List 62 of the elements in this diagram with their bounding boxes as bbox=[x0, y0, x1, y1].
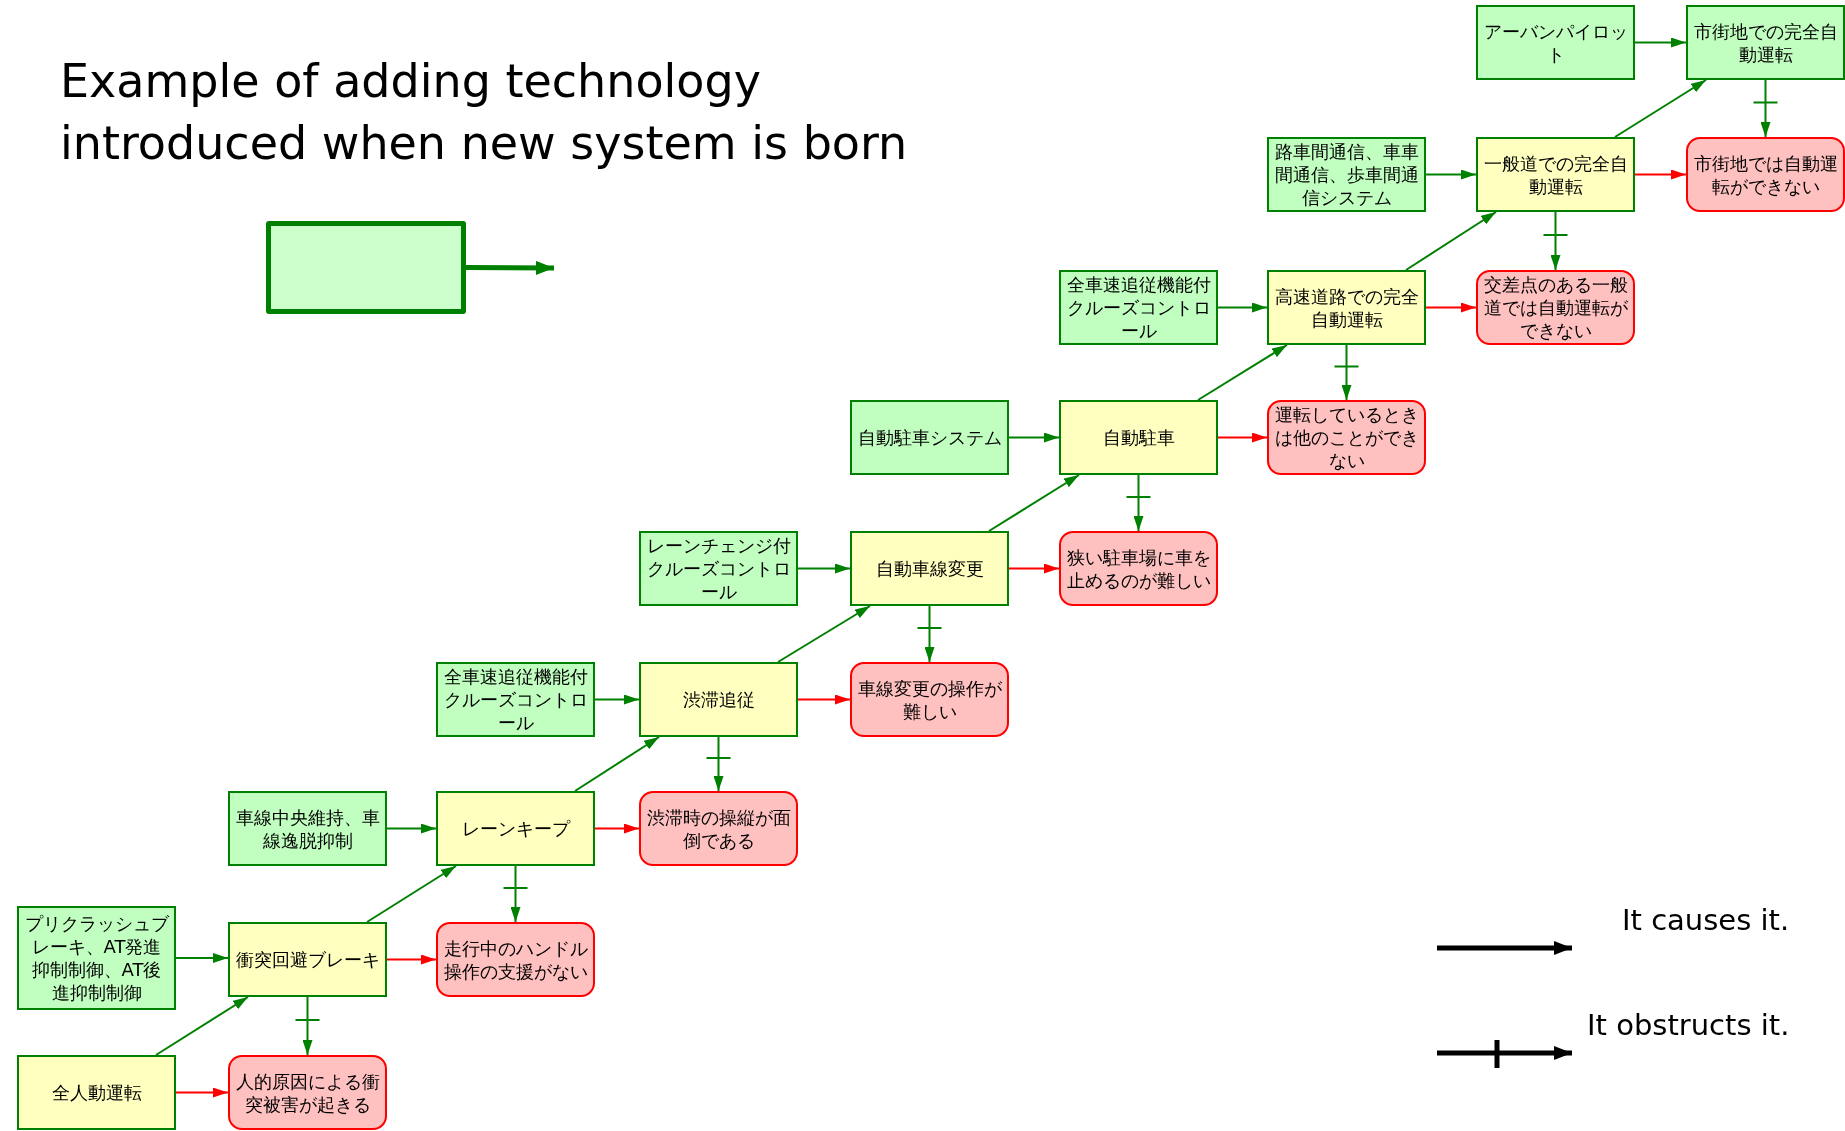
arrow bbox=[1008, 432, 1060, 443]
arrow bbox=[155, 996, 249, 1056]
obstruct-arrow bbox=[705, 736, 732, 792]
problem-box: 渋滞時の操縦が面倒である bbox=[639, 791, 798, 866]
obstruct-arrow bbox=[1125, 474, 1152, 532]
capability-box: 衝突回避ブレーキ bbox=[228, 922, 387, 997]
technology-box: 全車速追従機能付クルーズコントロール bbox=[1059, 270, 1218, 345]
arrow bbox=[1008, 563, 1060, 574]
arrow bbox=[594, 823, 640, 834]
legend-text: It causes it. bbox=[1622, 903, 1790, 937]
arrow bbox=[386, 823, 437, 834]
arrow bbox=[1425, 302, 1477, 313]
technology-box: 車線中央維持、車線逸脱抑制 bbox=[228, 791, 387, 866]
technology-box: 自動駐車システム bbox=[850, 400, 1009, 475]
problem-box: 走行中のハンドル操作の支援がない bbox=[436, 922, 595, 997]
arrow bbox=[175, 1087, 229, 1098]
problem-box: 車線変更の操作が難しい bbox=[850, 662, 1009, 737]
arrow bbox=[366, 865, 457, 923]
arrow bbox=[777, 605, 871, 663]
obstruct-arrow bbox=[1542, 211, 1569, 271]
capability-box: 一般道での完全自動運転 bbox=[1476, 137, 1635, 212]
arrow bbox=[466, 260, 554, 275]
arrow bbox=[594, 694, 640, 705]
problem-box: 人的原因による衝突被害が起きる bbox=[228, 1055, 387, 1130]
technology-box: 路車間通信、車車間通信、歩車間通信システム bbox=[1267, 137, 1426, 212]
obstruct-arrow bbox=[294, 996, 321, 1056]
capability-box: 自動車線変更 bbox=[850, 531, 1009, 606]
technology-box: アーバンパイロット bbox=[1476, 5, 1635, 80]
obstruct-arrow bbox=[1752, 79, 1779, 138]
arrow bbox=[1634, 169, 1687, 180]
obstruct-arrow bbox=[502, 865, 529, 923]
technology-box: プリクラッシュブレーキ、AT発進抑制制御、AT後進抑制制御 bbox=[17, 906, 176, 1010]
arrow bbox=[386, 954, 437, 965]
arrow bbox=[797, 694, 851, 705]
problem-box: 市街地では自動運転ができない bbox=[1686, 137, 1845, 212]
arrow bbox=[175, 953, 229, 963]
technology-box: 市街地での完全自動運転 bbox=[1686, 5, 1845, 80]
arrow bbox=[574, 736, 660, 792]
arrow bbox=[1634, 37, 1687, 48]
obstruct-arrow bbox=[916, 605, 943, 663]
capability-box: 全人動運転 bbox=[17, 1055, 176, 1130]
capability-box: 自動駐車 bbox=[1059, 400, 1218, 475]
obstruct-arrow bbox=[1333, 344, 1360, 401]
arrow bbox=[1405, 211, 1497, 271]
arrow bbox=[1217, 432, 1268, 443]
capability-box: 高速道路での完全自動運転 bbox=[1267, 270, 1426, 345]
capability-box: レーンキープ bbox=[436, 791, 595, 866]
arrow bbox=[1197, 344, 1288, 401]
box bbox=[266, 221, 466, 314]
arrow bbox=[988, 474, 1080, 532]
arrow bbox=[1614, 79, 1707, 138]
arrow bbox=[797, 563, 851, 574]
legend-text: It obstructs it. bbox=[1587, 1008, 1790, 1042]
problem-box: 交差点のある一般道では自動運転ができない bbox=[1476, 270, 1635, 345]
technology-box: 全車速追従機能付クルーズコントロール bbox=[436, 662, 595, 737]
capability-box: 渋滞追従 bbox=[639, 662, 798, 737]
technology-box: レーンチェンジ付クルーズコントロール bbox=[639, 531, 798, 606]
problem-box: 運転しているときは他のことができない bbox=[1267, 400, 1426, 475]
problem-box: 狭い駐車場に車を止めるのが難しい bbox=[1059, 531, 1218, 606]
arrow bbox=[1217, 302, 1268, 313]
title: Example of adding technology introduced when new system is born bbox=[60, 53, 909, 172]
arrow bbox=[1425, 169, 1477, 180]
